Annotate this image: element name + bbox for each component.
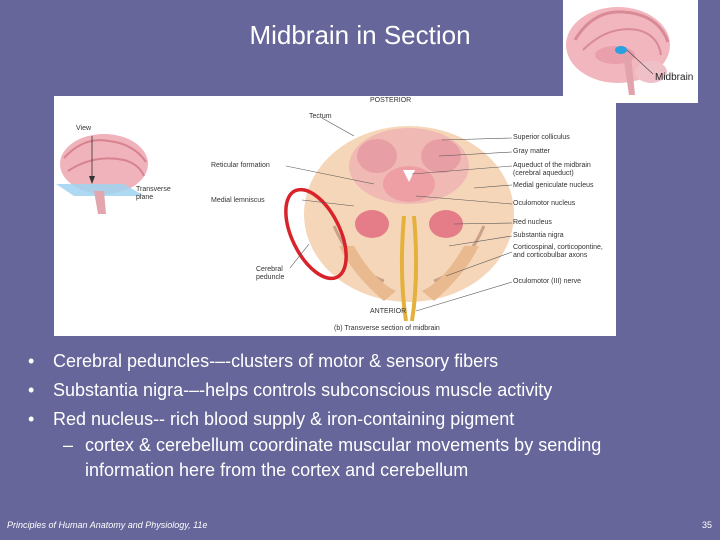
label-oculomotor-nucleus: Oculomotor nucleus bbox=[513, 200, 576, 207]
label-red-nucleus: Red nucleus bbox=[513, 219, 552, 226]
label-anterior: ANTERIOR bbox=[370, 308, 407, 315]
label-reticular-formation: Reticular formation bbox=[211, 162, 270, 169]
sub-bullet: – cortex & cerebellum coordinate muscula… bbox=[63, 433, 683, 483]
bullet-text: Red nucleus-- rich blood supply & iron-c… bbox=[53, 409, 515, 429]
bullet-list: • Cerebral peduncles-–-clusters of motor… bbox=[28, 347, 708, 434]
label-medial-lemniscus: Medial lemniscus bbox=[211, 197, 265, 204]
label-gray-matter: Gray matter bbox=[513, 148, 550, 155]
bullet-marker: • bbox=[28, 409, 35, 429]
label-medial-geniculate: Medial geniculate nucleus bbox=[513, 182, 594, 189]
sagittal-brain-image bbox=[566, 7, 670, 95]
bullet-item: • Red nucleus-- rich blood supply & iron… bbox=[28, 405, 708, 434]
sub-bullet-marker: – bbox=[63, 435, 74, 455]
bullet-text: Substantia nigra-–-helps controls subcon… bbox=[53, 380, 553, 400]
footer-text: Principles of Human Anatomy and Physiolo… bbox=[7, 520, 208, 530]
label-tectum: Tectum bbox=[309, 113, 332, 120]
slide-title: Midbrain in Section bbox=[249, 20, 471, 50]
label-view: View bbox=[76, 125, 92, 132]
label-superior-colliculus: Superior colliculus bbox=[513, 134, 570, 141]
bullet-text: Cerebral peduncles-–-clusters of motor &… bbox=[53, 351, 499, 371]
midbrain-thumbnail: Midbrain bbox=[563, 0, 698, 103]
sub-bullet-text: cortex & cerebellum coordinate muscular … bbox=[85, 435, 602, 480]
label-oculomotor-nerve: Oculomotor (III) nerve bbox=[513, 278, 582, 285]
label-cerebral-peduncle: Cerebral peduncle bbox=[256, 266, 285, 281]
bullet-marker: • bbox=[28, 380, 35, 400]
page-number: 35 bbox=[701, 520, 712, 530]
bullet-marker: • bbox=[28, 351, 35, 371]
thumbnail-label: Midbrain bbox=[655, 72, 694, 83]
figure-caption: (b) Transverse section of midbrain bbox=[334, 325, 440, 332]
label-transverse-plane: Transverse plane bbox=[136, 186, 171, 201]
label-substantia-nigra: Substantia nigra bbox=[513, 232, 564, 239]
bullet-item: • Cerebral peduncles-–-clusters of motor… bbox=[28, 347, 708, 376]
midbrain-section-image bbox=[56, 117, 514, 322]
label-posterior: POSTERIOR bbox=[370, 97, 412, 104]
midbrain-section-figure: POSTERIOR ANTERIOR (b) Transverse sectio… bbox=[54, 96, 616, 336]
label-corticospinal-axons: Corticospinal, corticopontine, and corti… bbox=[513, 244, 603, 259]
label-aqueduct: Aqueduct of the midbrain (cerebral aqued… bbox=[513, 162, 591, 177]
bullet-item: • Substantia nigra-–-helps controls subc… bbox=[28, 376, 708, 405]
